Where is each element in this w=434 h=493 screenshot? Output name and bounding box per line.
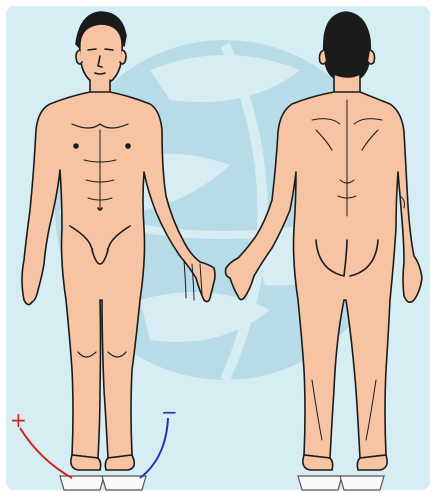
back-right-plate (340, 476, 384, 490)
negative-terminal-label: − (161, 402, 178, 422)
front-right-plate (102, 476, 146, 490)
positive-terminal-label: + (10, 410, 27, 430)
front-left-plate (60, 476, 104, 490)
front-head (80, 24, 123, 85)
back-left-plate (298, 476, 342, 490)
foot-plates (60, 476, 384, 490)
positive-wire (20, 428, 72, 478)
negative-wire (140, 418, 168, 478)
back-head (324, 12, 371, 81)
